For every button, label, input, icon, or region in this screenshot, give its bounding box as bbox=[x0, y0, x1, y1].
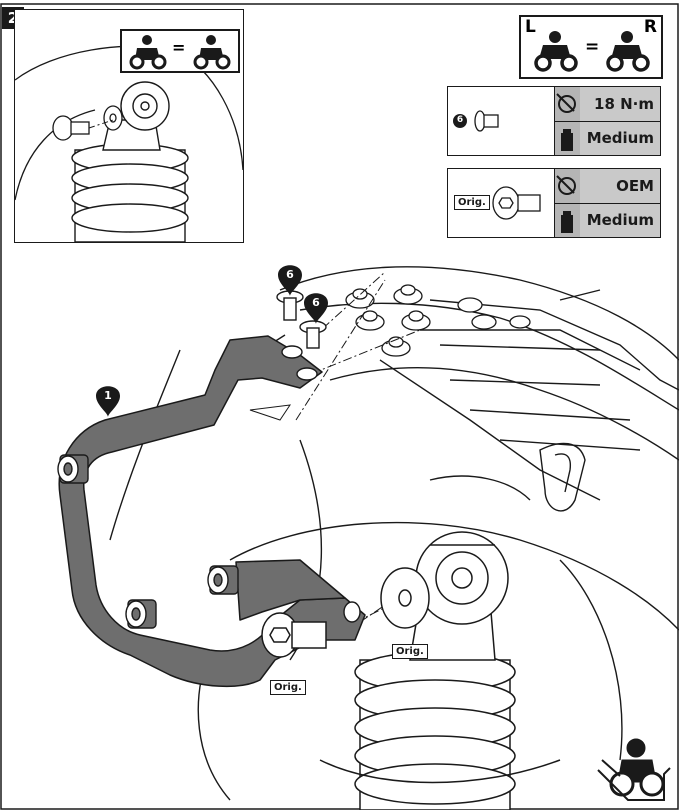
orig-washer-tag: Orig. bbox=[392, 644, 428, 659]
torque-wrench-icon bbox=[556, 93, 576, 113]
bracket-bolts-6 bbox=[276, 290, 327, 349]
inset-equals-sign: = bbox=[172, 38, 186, 57]
bolt-6-part-icon bbox=[474, 110, 499, 132]
both-sides-box: L R = bbox=[519, 15, 663, 79]
callout-bracket-1: 1 bbox=[104, 389, 112, 402]
light-reflections bbox=[249, 404, 292, 421]
torque-value: OEM bbox=[616, 177, 654, 195]
threadlock-value: Medium bbox=[586, 129, 654, 147]
spec-divider-horizontal bbox=[554, 121, 660, 122]
rear-shock-absorber bbox=[319, 531, 561, 810]
torque-value: 18 N·m bbox=[594, 95, 654, 113]
orig-part-tag: Orig. bbox=[454, 195, 490, 210]
frame-border bbox=[0, 3, 679, 810]
both-sides-riders-icon bbox=[534, 31, 650, 72]
threadlock-bottle-icon bbox=[561, 129, 573, 151]
spec-divider-horizontal bbox=[554, 203, 660, 204]
threadlock-bottle-icon bbox=[561, 211, 573, 233]
bracket-mount-holes bbox=[281, 345, 361, 623]
bracket-tube-bungs bbox=[57, 454, 239, 629]
spacer-washer bbox=[380, 567, 430, 629]
original-shock-bolt bbox=[261, 612, 327, 658]
right-side-label: R bbox=[643, 17, 657, 37]
spec-box-icons bbox=[453, 93, 576, 151]
part-number-dot bbox=[453, 114, 467, 128]
torque-wrench-icon bbox=[556, 175, 576, 195]
original-bolt-part-icon bbox=[492, 186, 541, 220]
callout-bolt-6-upper: 6 bbox=[286, 268, 294, 281]
spec-box-bolt-6: 6 18 N·m Medium bbox=[447, 86, 661, 156]
detail-inset: = bbox=[14, 9, 244, 243]
part-number-label: 6 bbox=[456, 115, 464, 125]
callout-markers bbox=[96, 265, 328, 417]
rider-seated-icon bbox=[597, 738, 671, 801]
frame-mount-bolts bbox=[345, 284, 531, 357]
left-side-label: L bbox=[525, 17, 536, 37]
equals-sign: = bbox=[585, 37, 600, 57]
inset-both-sides-icon bbox=[120, 29, 240, 73]
orig-bolt-tag: Orig. bbox=[270, 680, 306, 695]
spec-box-icons bbox=[492, 175, 576, 233]
inset-bolt bbox=[52, 115, 90, 141]
spec-box-original-bolt: Orig. OEM Medium bbox=[447, 168, 661, 238]
threadlock-value: Medium bbox=[586, 211, 654, 229]
inset-illustration bbox=[15, 29, 243, 242]
inset-washer bbox=[103, 105, 123, 131]
inset-shock bbox=[71, 81, 189, 242]
callout-bolt-6-lower: 6 bbox=[312, 296, 320, 309]
